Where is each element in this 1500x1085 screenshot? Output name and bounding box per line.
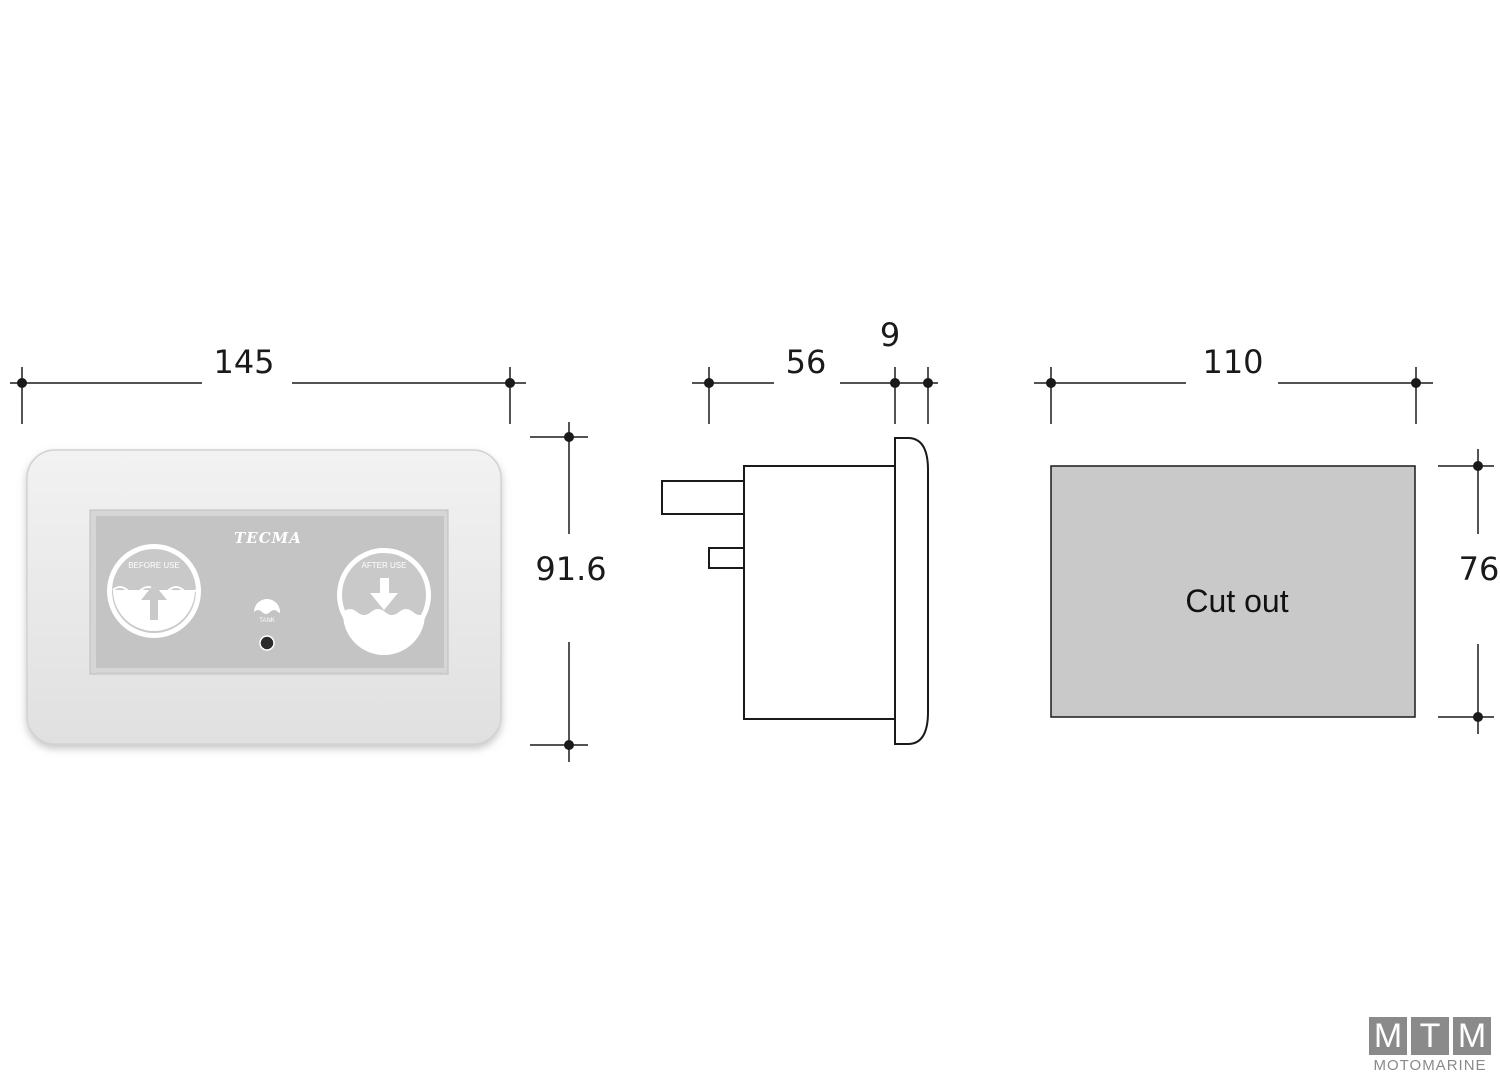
front-width-label: 145 <box>213 343 274 381</box>
dimension-side-depth <box>692 367 938 424</box>
brand-logo: TECMA <box>234 529 302 547</box>
tank-indicator: TANK <box>254 599 280 651</box>
tank-label: TANK <box>259 618 275 624</box>
tank-led <box>259 635 275 651</box>
after-use-label: AFTER USE <box>362 561 407 570</box>
front-view: 145 91.6 TECMA BEFORE USE <box>10 343 607 762</box>
watermark-letter: M <box>1369 1017 1407 1055</box>
dimension-front-width <box>10 367 526 424</box>
side-outline <box>661 437 929 745</box>
before-use-label: BEFORE USE <box>128 561 180 570</box>
before-use-button[interactable]: BEFORE USE <box>107 544 201 638</box>
arrow-up-icon <box>141 584 167 620</box>
dimension-front-height <box>530 422 588 762</box>
front-height-label: 91.6 <box>535 550 606 588</box>
cutout-label: Cut out <box>1185 583 1288 619</box>
cutout-width-label: 110 <box>1202 343 1263 381</box>
dimension-cutout-height <box>1438 449 1494 734</box>
cutout-view: 110 76 Cut out <box>1034 343 1499 734</box>
side-view: 56 9 <box>661 316 938 745</box>
watermark-letter: T <box>1411 1017 1449 1055</box>
motomarine-watermark: M T M MOTOMARINE <box>1366 1017 1494 1074</box>
after-use-button[interactable]: AFTER USE <box>337 548 431 655</box>
cutout-height-label: 76 <box>1459 550 1500 588</box>
side-flange-label: 9 <box>880 316 900 354</box>
arrow-down-icon <box>370 578 398 610</box>
cutout-rectangle <box>1050 465 1416 718</box>
dimension-cutout-width <box>1034 367 1433 424</box>
watermark-subtitle: MOTOMARINE <box>1373 1057 1487 1074</box>
watermark-letter: M <box>1453 1017 1491 1055</box>
side-depth-label: 56 <box>786 343 827 381</box>
